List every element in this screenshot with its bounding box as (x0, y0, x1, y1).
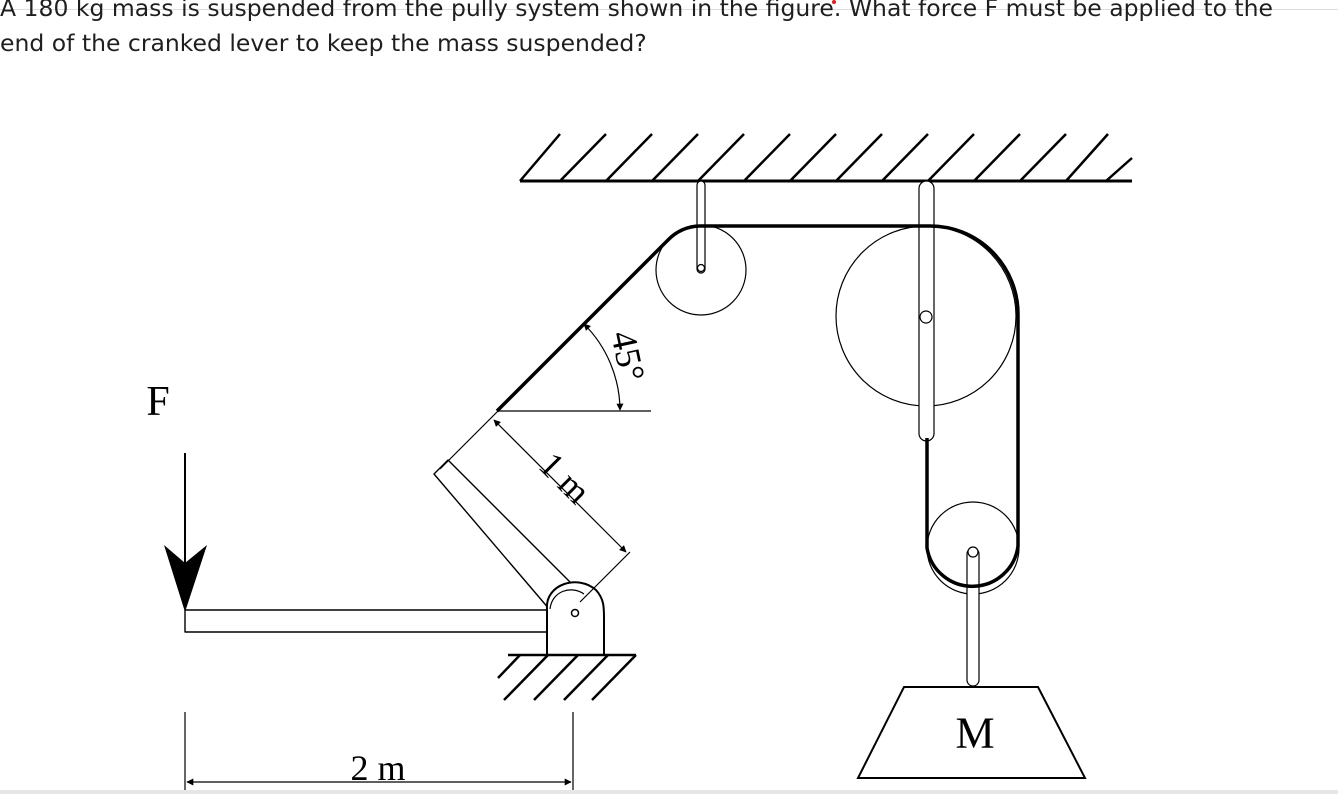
question-text: A 180 kg mass is suspended from the pull… (0, 0, 1338, 61)
large-pulley-axle (919, 310, 933, 324)
angle-arc (583, 323, 624, 411)
angle-indicator (497, 323, 651, 412)
force-label: F (146, 379, 169, 425)
question-line-2: end of the cranked lever to keep the mas… (0, 29, 647, 57)
rope (495, 224, 1020, 589)
bottom-divider (0, 790, 1338, 794)
mass-block (856, 686, 1087, 779)
small-fixed-pulley (655, 180, 747, 316)
arm-long-label: 2 m (350, 748, 405, 788)
arm-short-label: 1 m (531, 444, 598, 511)
movable-pulley-axle (967, 546, 979, 558)
pivot-bracket (545, 581, 605, 656)
pivot-pin (570, 608, 580, 618)
question-line-1: A 180 kg mass is suspended from the pull… (0, 0, 1273, 22)
force-arrow (164, 453, 207, 612)
small-pulley-axle (696, 263, 706, 273)
angle-label: 45° (603, 327, 653, 385)
cursor-marker (832, 0, 836, 4)
movable-pulley-rod (966, 547, 980, 687)
movable-pulley (926, 501, 1020, 687)
arm-dimension-1m (439, 410, 631, 603)
cranked-lever (184, 459, 593, 633)
lever-pivot (545, 581, 605, 656)
top-divider (0, 9, 1338, 10)
mass-label: M (955, 709, 994, 758)
pivot-ground (497, 653, 637, 701)
arm-dimension-2m (184, 712, 574, 790)
large-fixed-pulley (835, 180, 1017, 442)
ceiling-support (519, 133, 1133, 183)
ceiling-hatching (519, 133, 1133, 182)
